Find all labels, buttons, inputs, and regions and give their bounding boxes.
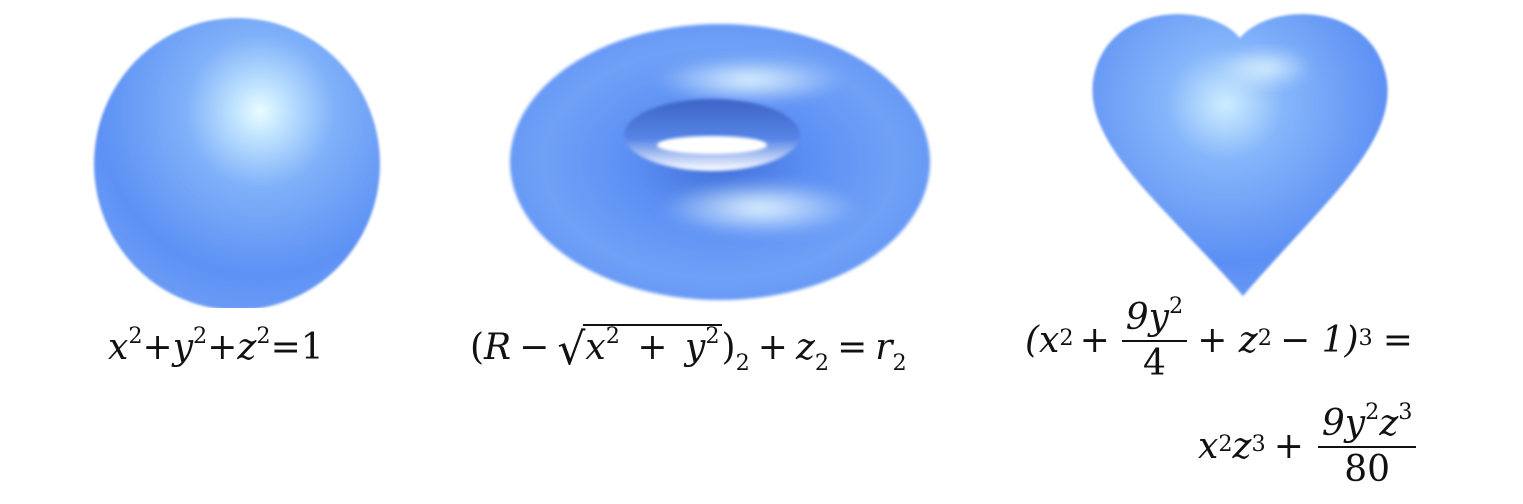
heart-fraction-9y2z3-over-80: 9y2z3 80	[1317, 400, 1417, 488]
sphere-figure	[94, 18, 380, 308]
heart-body	[1092, 14, 1388, 296]
sphere-body	[94, 18, 380, 308]
heart-figure	[1092, 14, 1388, 296]
torus-bottom-highlight	[660, 180, 860, 236]
heart-fraction-9y2-over-4: 9y2 4	[1121, 294, 1188, 382]
heart-highlight	[1217, 48, 1313, 88]
torus-hole-gap	[657, 136, 767, 154]
torus-top-highlight	[655, 56, 845, 104]
sphere-equation: x2+y2+z2=1	[108, 322, 324, 368]
torus-hole	[624, 99, 800, 171]
torus-sqrt: √ x2 + y2	[557, 322, 722, 375]
torus-figure	[510, 24, 930, 300]
